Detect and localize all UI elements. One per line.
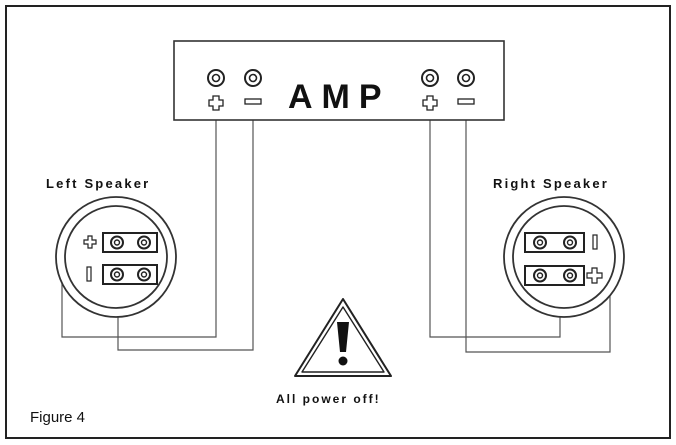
- amp-right-positive-terminal: [421, 69, 439, 87]
- left-speaker-label: Left Speaker: [46, 176, 150, 191]
- right-speaker-label: Right Speaker: [493, 176, 609, 191]
- right-speaker-negative-terminal: [524, 232, 585, 253]
- amp-box: [173, 40, 505, 121]
- minus-icon: [86, 266, 92, 282]
- plus-icon: [208, 95, 224, 111]
- amp-label: AMP: [288, 78, 391, 116]
- amp-right-negative-terminal: [457, 69, 475, 87]
- warning: All power off!: [276, 298, 392, 406]
- minus-icon: [244, 98, 262, 105]
- left-speaker-positive-terminal: [102, 232, 158, 253]
- amp-left-negative-terminal: [244, 69, 262, 87]
- figure-caption: Figure 4: [30, 409, 85, 426]
- warning-triangle-icon: [294, 298, 392, 377]
- amp-left-positive-terminal: [207, 69, 225, 87]
- right-speaker-inner-ring: [512, 205, 616, 309]
- amplifier: AMP: [173, 40, 505, 121]
- left-speaker-inner-ring: [64, 205, 168, 309]
- plus-icon: [83, 235, 97, 249]
- plus-icon: [422, 95, 438, 111]
- left-speaker-negative-terminal: [102, 264, 158, 285]
- minus-icon: [457, 98, 475, 105]
- plus-icon: [586, 267, 603, 284]
- warning-text: All power off!: [276, 392, 381, 406]
- minus-icon: [592, 234, 598, 250]
- left-speaker: Left Speaker: [46, 176, 177, 318]
- right-speaker: Right Speaker: [493, 176, 625, 318]
- right-speaker-positive-terminal: [524, 265, 585, 286]
